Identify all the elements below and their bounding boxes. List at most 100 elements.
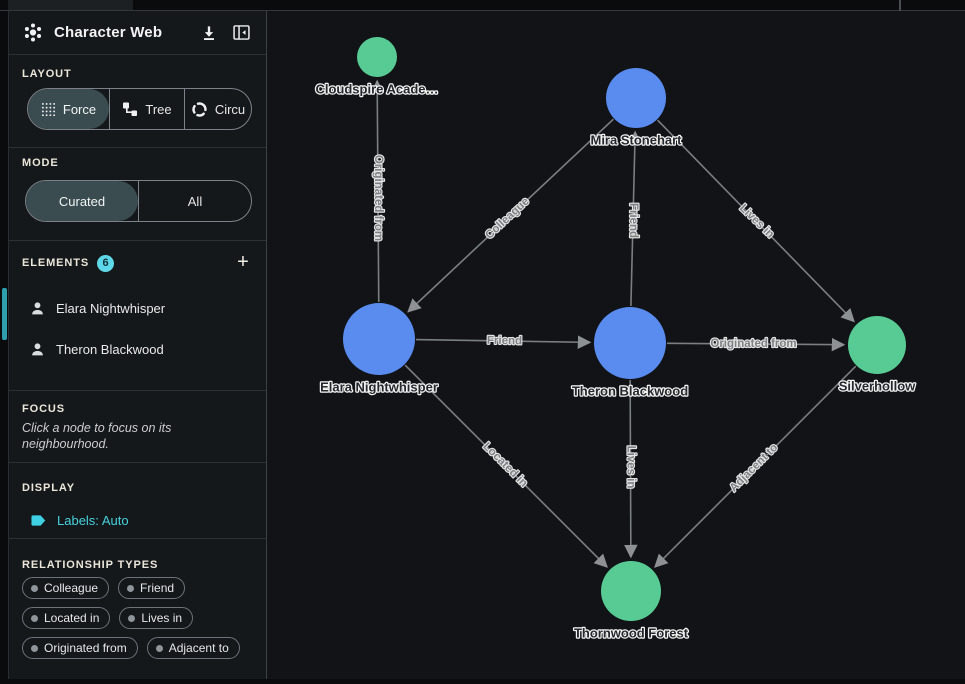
labels-toggle[interactable]: Labels: Auto [30, 511, 129, 529]
chip-dot [155, 644, 163, 652]
graph-edge-label: Adjacent to [728, 442, 781, 495]
graph-edge-label: Originated from [372, 155, 384, 241]
left-scroll-rail[interactable] [0, 11, 9, 679]
relationship-type-chips: Colleague Friend Located in Lives in Ori… [22, 577, 260, 659]
graph-node-silverhollow[interactable] [848, 316, 906, 374]
chip-friend[interactable]: Friend [118, 577, 186, 599]
section-divider [9, 240, 266, 241]
graph-edge-label: Located in [480, 440, 529, 489]
graph-node-label-thornwood: Thornwood Forest [574, 625, 689, 640]
chip-label: Friend [140, 581, 175, 595]
sidebar-header: Character Web [9, 11, 266, 55]
graph-edge-mira-silverhollow [657, 119, 855, 323]
app-title: Character Web [54, 24, 163, 41]
layout-option-label: Tree [145, 101, 172, 117]
chip-label: Lives in [141, 611, 183, 625]
mode-option-label: Curated [58, 193, 106, 209]
focus-section-label: FOCUS [22, 403, 65, 415]
graph-node-label-cloudspire: Cloudspire Acade… [315, 81, 438, 96]
download-icon[interactable] [198, 22, 220, 44]
chip-label: Adjacent to [168, 641, 229, 655]
chip-colleague[interactable]: Colleague [22, 577, 110, 599]
chip-label: Colleague [44, 581, 99, 595]
graph-edge-mira-elara [407, 118, 614, 313]
graph-edge-elara-cloudspire [370, 79, 385, 303]
layout-option-force[interactable]: Force [28, 89, 109, 129]
graph-edge-elara-theron [415, 335, 592, 349]
mode-option-all[interactable]: All [138, 181, 251, 221]
top-tab-remnant [8, 0, 133, 10]
graph-edge-label: Friend [487, 335, 522, 348]
graph-edge-label: Lives in [737, 202, 776, 240]
chip-located-in[interactable]: Located in [22, 607, 111, 629]
element-name: Theron Blackwood [56, 342, 164, 357]
graph-node-thornwood[interactable] [601, 561, 661, 621]
graph-node-label-theron: Theron Blackwood [572, 383, 688, 398]
layout-section-label: LAYOUT [22, 68, 72, 80]
element-name: Elara Nightwhisper [56, 301, 166, 316]
top-strip [0, 0, 965, 11]
graph-node-label-silverhollow: Silverhollow [839, 378, 916, 393]
chip-originated-from[interactable]: Originated from [22, 637, 138, 659]
graph-node-cloudspire[interactable] [357, 37, 397, 77]
tree-icon [123, 102, 138, 116]
person-icon [32, 343, 43, 356]
section-divider [9, 462, 266, 463]
chip-adjacent-to[interactable]: Adjacent to [146, 637, 240, 659]
graph-edge-label: Colleague [483, 195, 531, 241]
chip-dot [31, 584, 38, 592]
chip-dot [31, 614, 38, 622]
chip-label: Located in [44, 611, 100, 625]
dot-grid-icon [41, 102, 55, 116]
relationship-types-section-label: RELATIONSHIP TYPES [22, 559, 159, 571]
element-list-item[interactable]: Elara Nightwhisper [9, 288, 266, 329]
graph-cluster-icon [22, 22, 44, 44]
scrollbar-thumb[interactable] [2, 288, 7, 340]
elements-count-badge: 6 [97, 254, 115, 272]
graph-edge-theron-thornwood [624, 379, 638, 559]
focus-hint-text: Click a node to focus on its neighbourho… [22, 421, 172, 451]
graph-edge-theron-silverhollow [666, 337, 846, 352]
graph-edge-label: Lives in [624, 446, 636, 489]
mode-option-curated[interactable]: Curated [26, 181, 138, 221]
mode-option-label: All [187, 193, 203, 209]
graph-node-theron[interactable] [594, 307, 666, 379]
mode-section-label: MODE [22, 157, 59, 169]
graph-edge-theron-mira [628, 130, 642, 307]
top-strip-divider [899, 0, 901, 11]
layout-option-label: Circu [214, 101, 246, 117]
graph-edge-elara-thornwood [404, 364, 608, 568]
graph-node-mira[interactable] [606, 68, 666, 128]
collapse-panel-icon[interactable] [230, 22, 252, 44]
chip-dot [31, 644, 38, 652]
element-list-item[interactable]: Theron Blackwood [9, 329, 266, 370]
chip-lives-in[interactable]: Lives in [119, 607, 194, 629]
chip-dot [128, 614, 136, 622]
chip-label: Originated from [44, 641, 127, 655]
layout-option-label: Force [62, 101, 97, 117]
graph-node-label-mira: Mira Stonehart [590, 132, 682, 147]
graph-node-elara[interactable] [343, 303, 415, 375]
section-divider [9, 390, 266, 391]
tag-icon [31, 514, 46, 526]
person-icon [32, 302, 43, 315]
add-element-button[interactable]: + [237, 251, 249, 273]
chip-dot [127, 584, 135, 592]
sidebar-panel: Character Web LAYOUT [9, 11, 267, 679]
section-divider [9, 538, 266, 539]
layout-segmented-control: Force Tree Circu [27, 88, 252, 130]
labels-toggle-label: Labels: Auto [57, 512, 129, 528]
mode-segmented-control: Curated All [25, 180, 252, 222]
graph-edge-label: Friend [627, 203, 639, 238]
section-divider [9, 147, 266, 148]
elements-section-label: ELEMENTS [22, 257, 90, 269]
graph-node-label-elara: Elara Nightwhisper [320, 379, 438, 394]
display-section-label: DISPLAY [22, 482, 75, 494]
graph-edge-label: Originated from [710, 338, 796, 350]
elements-header: ELEMENTS 6 + [22, 251, 253, 273]
layout-option-tree[interactable]: Tree [109, 89, 184, 129]
layout-option-circular[interactable]: Circu [184, 89, 251, 129]
graph-edge-silverhollow-thornwood [654, 365, 857, 568]
